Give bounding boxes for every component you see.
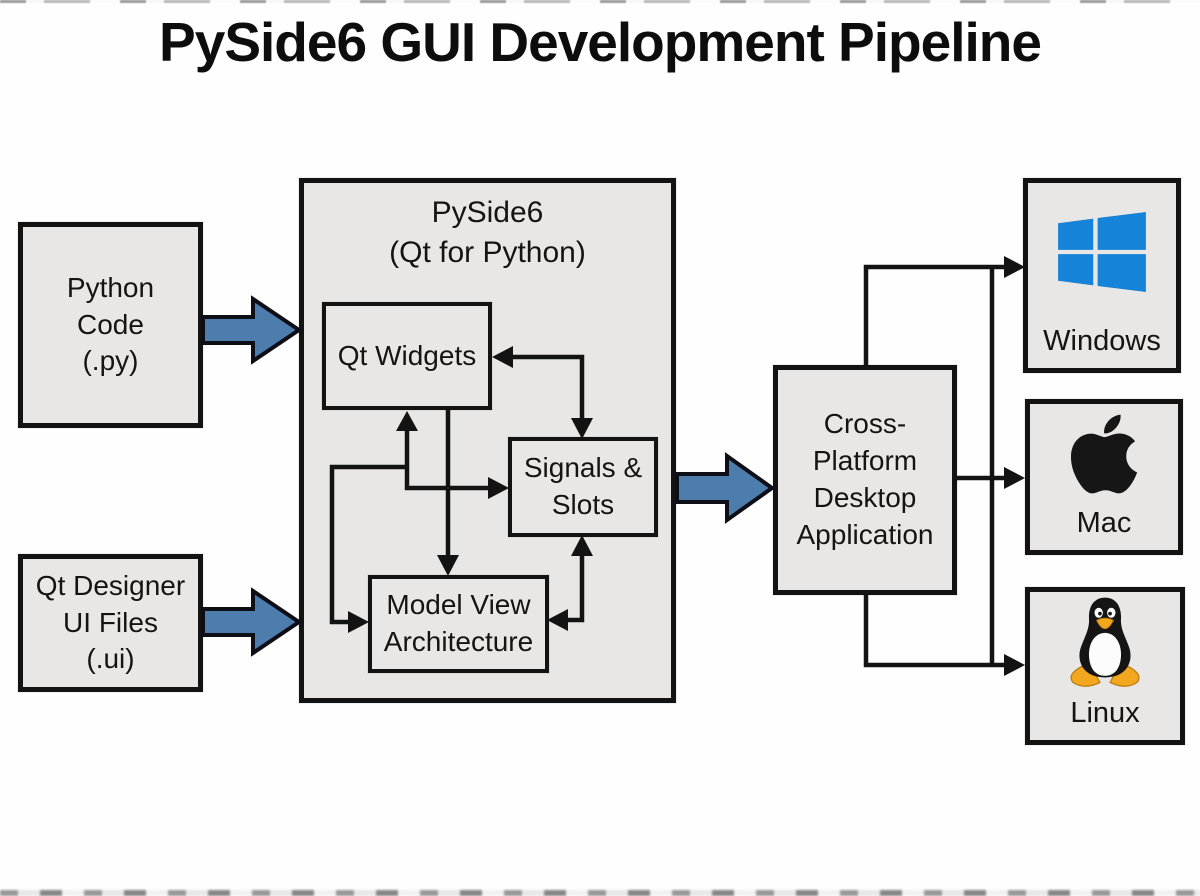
blue-arrow-pyside6-to-app xyxy=(675,452,776,524)
windows-logo-icon xyxy=(1028,183,1176,322)
node-python-code: Python Code (.py) xyxy=(18,222,203,428)
node-windows: Windows xyxy=(1023,178,1181,373)
cross-platform-label: Cross- Platform Desktop Application xyxy=(796,408,934,550)
top-edge-artifact xyxy=(0,0,1200,3)
linux-label: Linux xyxy=(1070,696,1140,729)
blue-arrow-designer-to-pyside6 xyxy=(201,587,303,657)
qt-designer-label: Qt Designer UI Files (.ui) xyxy=(35,569,186,675)
node-signals-slots: Signals & Slots xyxy=(508,437,658,537)
arrowhead-to-windows xyxy=(1004,256,1025,278)
node-model-view-architecture: Model View Architecture xyxy=(368,575,549,673)
edge-app-to-linux xyxy=(863,595,1004,668)
node-cross-platform-app: Cross- Platform Desktop Application xyxy=(773,365,957,595)
node-mac: Mac xyxy=(1025,399,1183,555)
node-linux: Linux xyxy=(1025,587,1185,745)
arrowhead-to-mac xyxy=(1004,467,1025,489)
mac-label: Mac xyxy=(1076,506,1132,539)
model-view-label: Model View Architecture xyxy=(383,589,534,657)
diagram-title: PySide6 GUI Development Pipeline xyxy=(159,11,1042,73)
signals-slots-label: Signals & Slots xyxy=(523,452,643,520)
edge-app-to-windows xyxy=(863,264,1004,365)
python-code-label: Python Code (.py) xyxy=(66,271,155,377)
apple-logo-icon xyxy=(1030,404,1178,504)
arrowhead-to-linux xyxy=(1004,654,1025,676)
windows-label: Windows xyxy=(1043,324,1161,357)
qt-widgets-label: Qt Widgets xyxy=(337,339,477,371)
linux-tux-icon xyxy=(1030,592,1180,694)
node-qt-widgets: Qt Widgets xyxy=(322,302,492,410)
blue-arrow-python-to-pyside6 xyxy=(201,295,303,365)
bottom-edge-artifact xyxy=(0,890,1200,896)
node-qt-designer-ui-files: Qt Designer UI Files (.ui) xyxy=(18,554,203,692)
pyside6-label: PySide6 (Qt for Python) xyxy=(389,196,586,269)
